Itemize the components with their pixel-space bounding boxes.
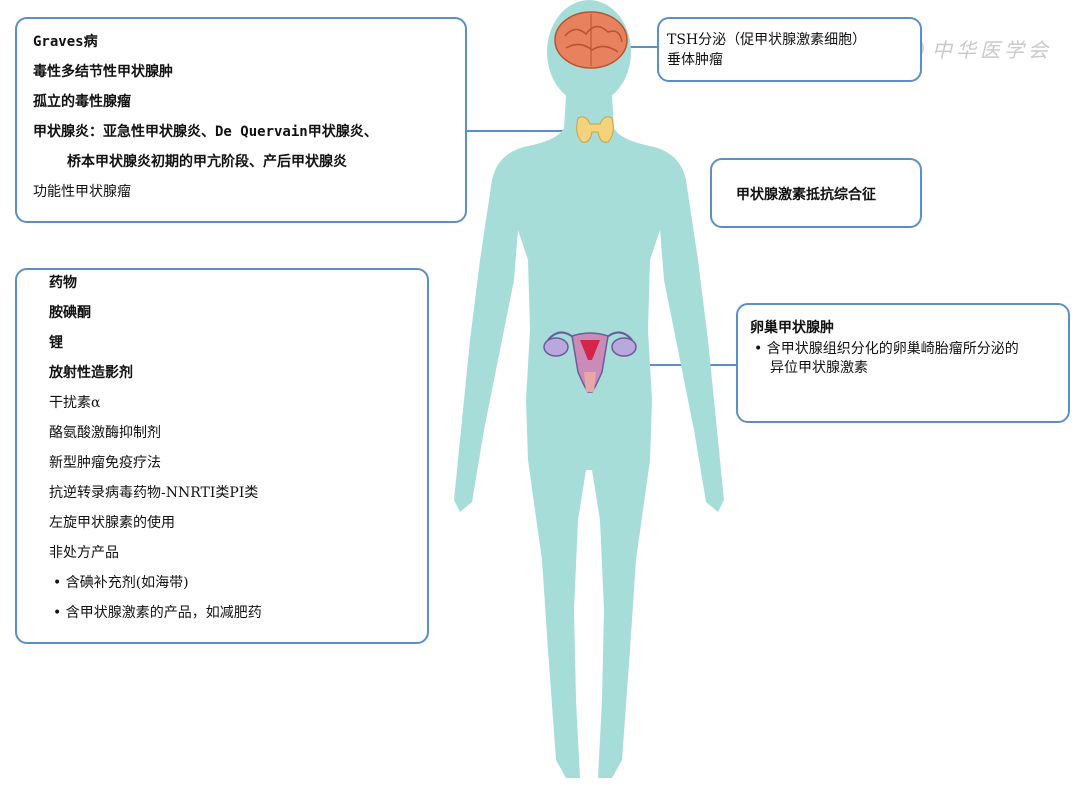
pituitary-box: TSH分泌（促甲状腺激素细胞） 垂体肿瘤 — [657, 17, 922, 82]
cause-item: 甲状腺炎：亚急性甲状腺炎、De Quervain甲状腺炎、 — [33, 124, 378, 140]
ovary-title: 卵巢甲状腺肿 — [750, 320, 834, 336]
drug-item: • 含甲状腺激素的产品，如减肥药 — [53, 605, 262, 621]
drug-item: 胺碘酮 — [49, 305, 91, 321]
causes-box: Graves病 毒性多结节性甲状腺肿 孤立的毒性腺瘤 甲状腺炎：亚急性甲状腺炎、… — [15, 17, 467, 223]
cause-item: 功能性甲状腺瘤 — [33, 184, 131, 200]
drug-item: 药物 — [49, 275, 77, 291]
pituitary-line-1: TSH分泌（促甲状腺激素细胞） — [667, 32, 867, 48]
resistance-label: 甲状腺激素抵抗综合征 — [736, 187, 876, 203]
brain-icon — [554, 11, 628, 69]
cause-item: 桥本甲状腺炎初期的甲亢阶段、产后甲状腺炎 — [67, 154, 347, 170]
resistance-box: 甲状腺激素抵抗综合征 — [710, 158, 922, 228]
drug-item: • 含碘补充剂(如海带) — [53, 575, 189, 591]
thyroid-icon — [576, 116, 614, 143]
drug-item: 干扰素α — [49, 395, 101, 411]
drug-item: 酪氨酸激酶抑制剂 — [49, 425, 161, 441]
cause-item: 孤立的毒性腺瘤 — [33, 94, 131, 110]
watermark-text: 中华医学会 — [932, 38, 1052, 62]
cause-item: 毒性多结节性甲状腺肿 — [33, 64, 173, 80]
uterus-icon — [543, 331, 637, 393]
drug-item: 左旋甲状腺素的使用 — [49, 515, 175, 531]
drug-item: 锂 — [49, 335, 63, 351]
drug-item: 放射性造影剂 — [49, 365, 133, 381]
pituitary-line-2: 垂体肿瘤 — [667, 52, 723, 68]
ovary-bullet-line-1: • 含甲状腺组织分化的卵巢崎胎瘤所分泌的 — [754, 341, 1019, 357]
drug-item: 新型肿瘤免疫疗法 — [49, 455, 161, 471]
drug-item: 抗逆转录病毒药物-NNRTI类PI类 — [49, 485, 259, 501]
ovary-bullet-line-2: 异位甲状腺激素 — [770, 360, 868, 376]
drugs-box: 药物 胺碘酮 锂 放射性造影剂 干扰素α 酪氨酸激酶抑制剂 新型肿瘤免疫疗法 抗… — [15, 268, 429, 644]
ovary-box: 卵巢甲状腺肿 • 含甲状腺组织分化的卵巢崎胎瘤所分泌的 异位甲状腺激素 — [736, 303, 1070, 423]
cause-item: Graves病 — [33, 34, 98, 50]
drug-item: 非处方产品 — [49, 545, 119, 561]
